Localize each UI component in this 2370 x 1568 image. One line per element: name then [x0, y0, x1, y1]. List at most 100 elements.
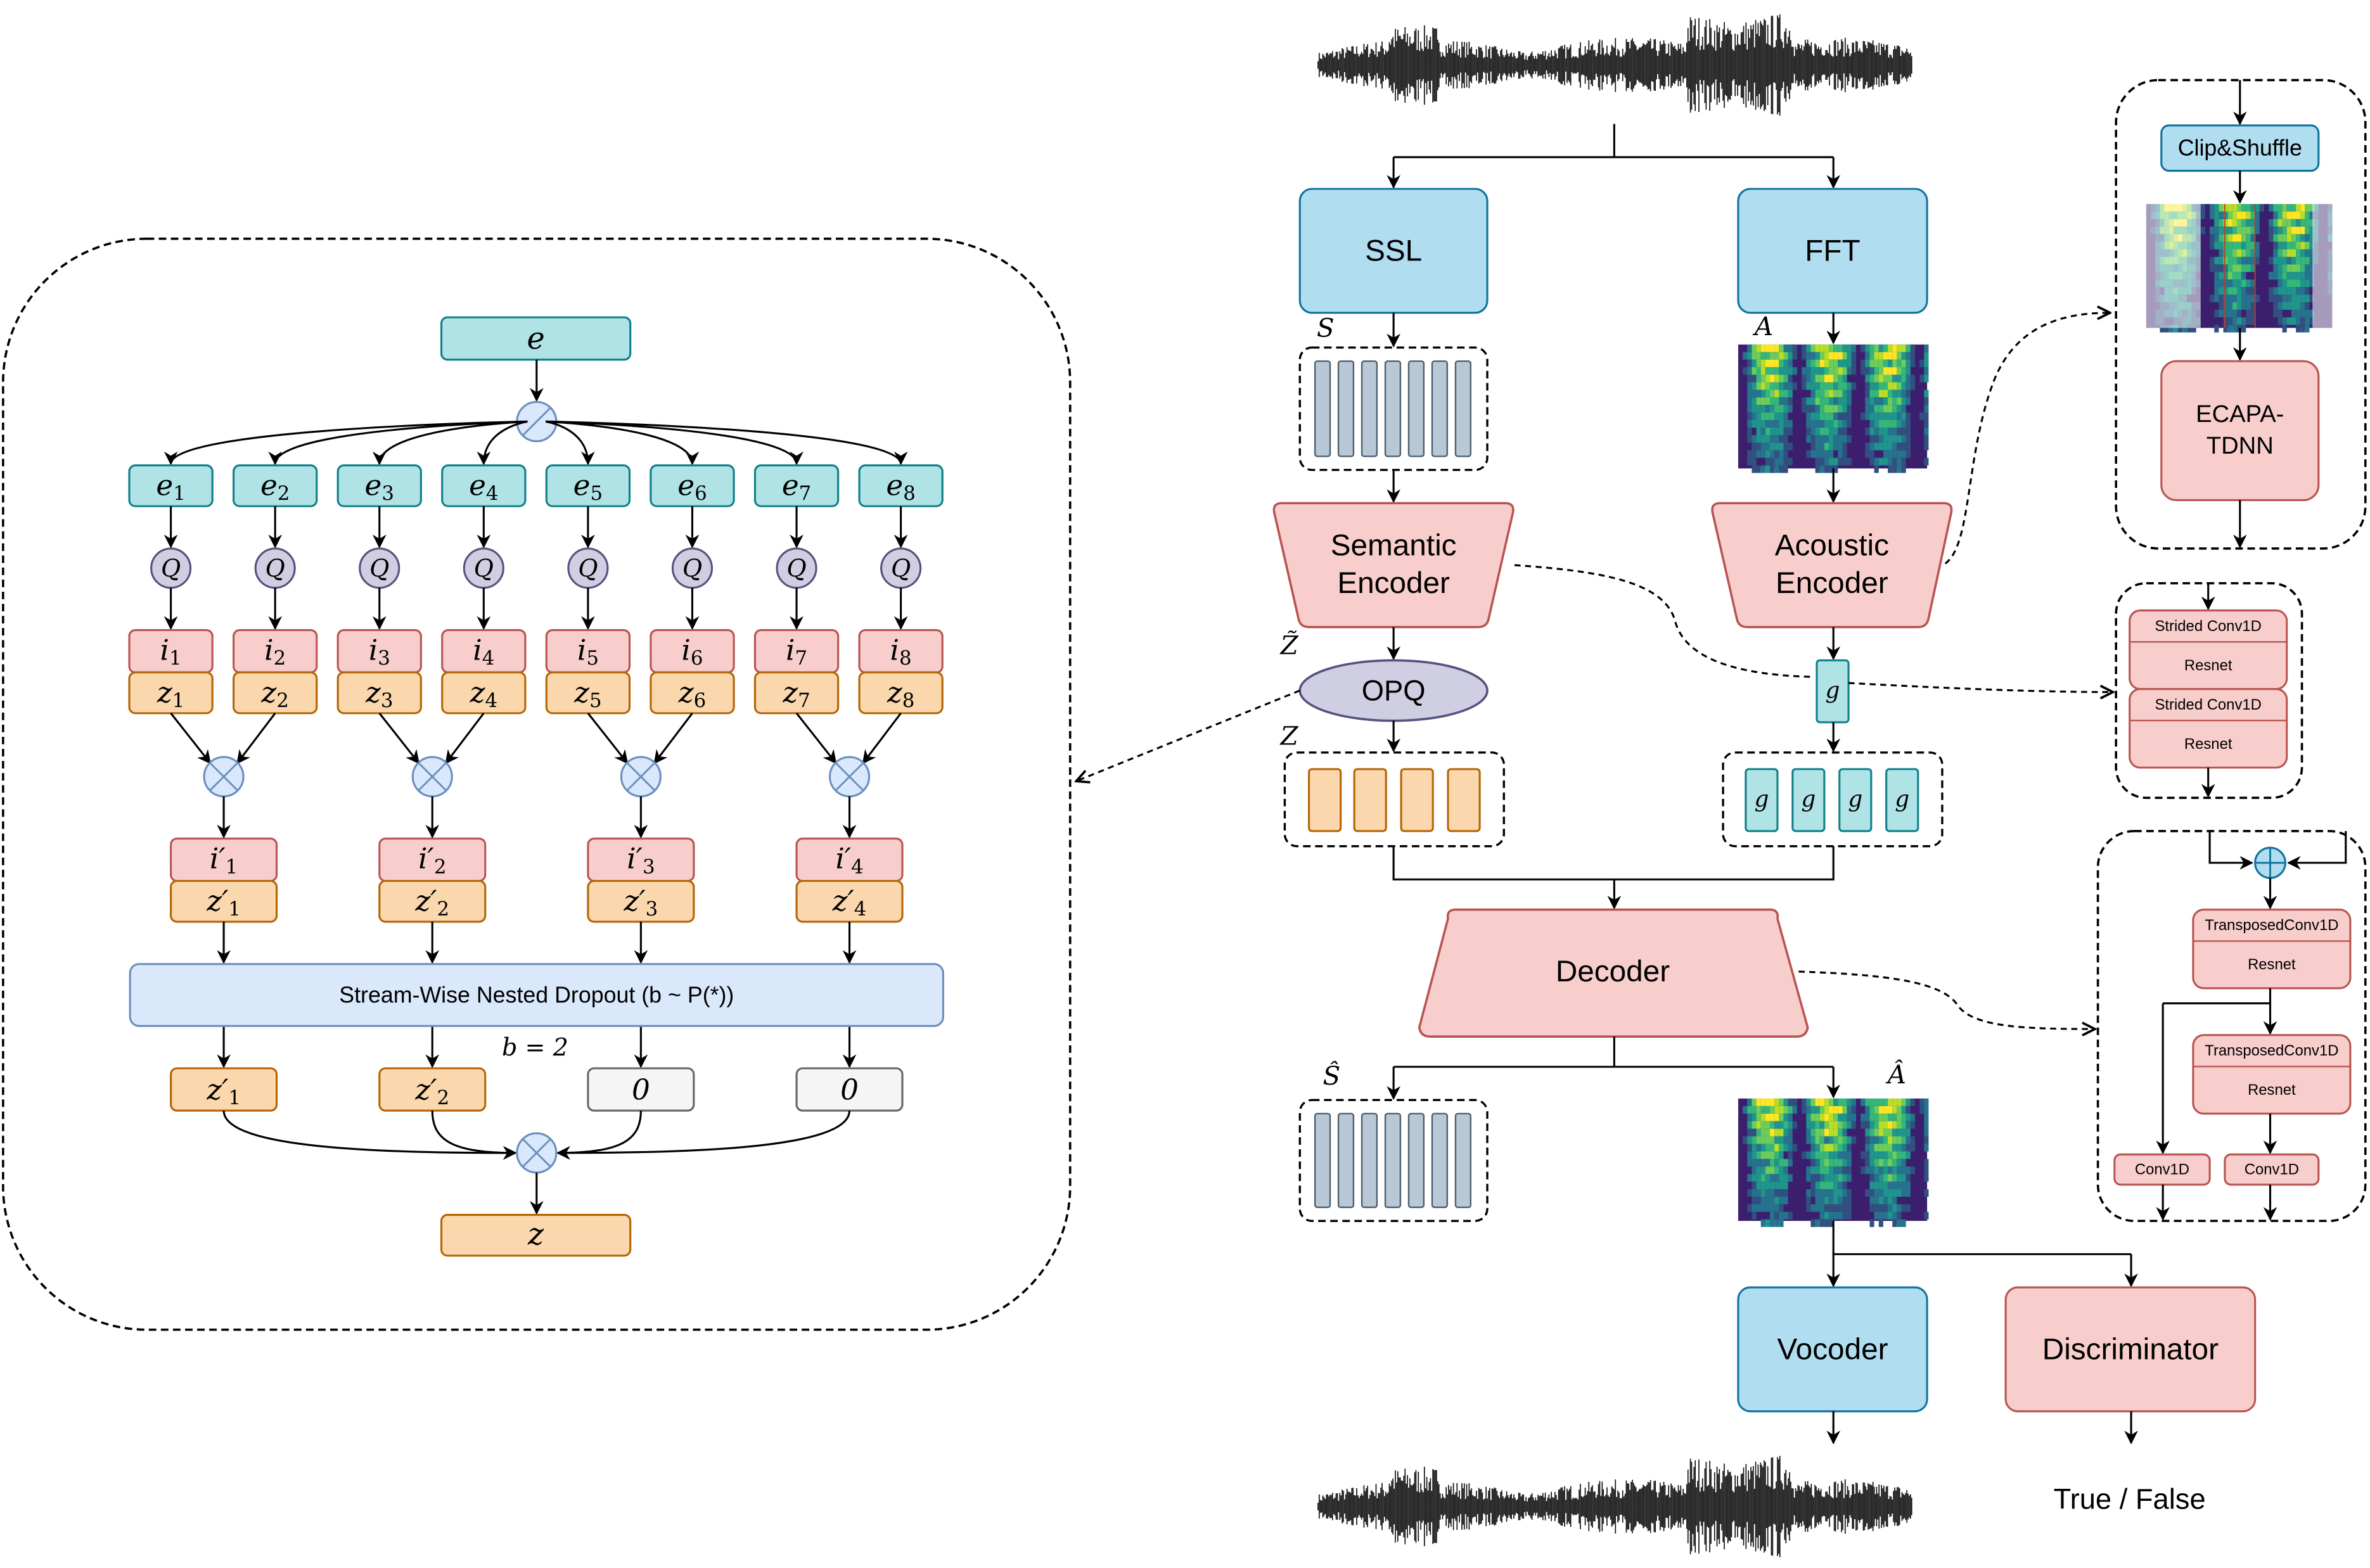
spectrogram-cell — [1810, 405, 1816, 413]
spectrogram-cell — [2255, 295, 2260, 303]
spectrogram-cell — [2232, 234, 2238, 242]
index-label-subscript: 5 — [586, 647, 599, 670]
spectrogram-cell — [1878, 1219, 1883, 1227]
spectrogram-cell — [1865, 442, 1870, 450]
spectrogram-cell — [2296, 219, 2301, 227]
spectrogram-cell — [1756, 1174, 1761, 1182]
spectrogram-cell — [1906, 1144, 1911, 1152]
spectrogram-cell — [1765, 450, 1771, 458]
merged-code-label: z′2 — [414, 884, 449, 921]
spectrogram-cell — [1874, 405, 1879, 413]
spectrogram-cell — [1788, 1121, 1793, 1129]
spectrogram-cell — [1874, 1189, 1879, 1197]
spectrogram-cell — [1919, 359, 1925, 367]
spectrogram-cell — [2232, 219, 2238, 227]
stream-embedding-label: e8 — [886, 468, 915, 505]
spectrogram-cell — [1819, 1211, 1824, 1220]
spectrogram-cell — [1906, 1189, 1911, 1197]
spectrogram-cell — [1765, 1159, 1771, 1167]
spectrogram-cell — [1824, 405, 1829, 413]
spectrogram-cell — [1765, 1106, 1771, 1114]
spectrogram-cell — [1829, 1151, 1834, 1159]
spectrogram-cell — [1874, 457, 1879, 466]
spectrogram-cell — [1842, 1113, 1847, 1121]
spectrogram-cell — [2277, 226, 2283, 234]
spectrogram-cell — [2232, 324, 2238, 333]
merged-index-label-subscript: 4 — [851, 855, 864, 878]
spectrogram-cell — [2177, 324, 2183, 333]
ecapa-tdnn-box — [2160, 360, 2320, 502]
spectrogram-cell — [1924, 1113, 1929, 1121]
spectrogram-cell — [2219, 219, 2224, 227]
spectrogram-cell — [2305, 279, 2310, 288]
spectrogram-cell — [2300, 211, 2305, 219]
spectrogram-cell — [1810, 1182, 1816, 1190]
spectrogram-cell — [1819, 1128, 1824, 1137]
spectrogram-cell — [2282, 257, 2287, 265]
spectrogram-cell — [2273, 264, 2278, 272]
merged-code-label: z′3 — [623, 884, 658, 921]
global-embedding-token — [1838, 768, 1873, 832]
spectrogram-cell — [2237, 287, 2242, 295]
spectrogram-cell — [1851, 344, 1856, 352]
spectrogram-cell — [2291, 295, 2296, 303]
spectrogram-cell — [1819, 1106, 1824, 1114]
spectrogram-cell — [1878, 435, 1883, 443]
spectrogram-cell — [1883, 1182, 1888, 1190]
index-label-base: i — [160, 633, 169, 666]
spectrogram-cell — [1874, 420, 1879, 428]
spectrogram-cell — [1901, 1144, 1906, 1152]
global-embedding-token — [1885, 768, 1919, 832]
merged-index-label-base: i′ — [418, 841, 434, 875]
spectrogram-cell — [1897, 1159, 1902, 1167]
vocoder-label: Vocoder — [1778, 1332, 1888, 1366]
transposed-conv-resnet-block-top-label: TransposedConv1D — [2205, 917, 2338, 934]
spectrogram-cell — [2241, 272, 2246, 280]
spectrogram-cell — [1901, 367, 1906, 375]
spectrogram-cell — [1883, 1128, 1888, 1137]
spectrogram-cell — [1770, 359, 1775, 367]
spectrogram-cell — [1747, 450, 1752, 458]
dropout-output-zero-label: 0 — [632, 1073, 650, 1106]
spectrogram-cell — [1819, 1144, 1824, 1152]
spectrogram-cell — [1833, 1204, 1838, 1212]
spectrogram-cell — [1829, 1159, 1834, 1167]
spectrogram-cell — [1779, 1196, 1784, 1204]
spectrogram-cell — [1747, 1174, 1752, 1182]
spectrogram-cell — [1924, 1144, 1929, 1152]
split-arrow — [546, 420, 908, 466]
spectrogram-cell — [1869, 1182, 1874, 1190]
spectrogram-cell — [1783, 435, 1788, 443]
spectrogram-cell — [2282, 302, 2287, 310]
spectrogram-cell — [2237, 219, 2242, 227]
spectrogram-cell — [1865, 367, 1870, 375]
spectrogram-cell — [2273, 211, 2278, 219]
spectrogram-cell — [1838, 1151, 1843, 1159]
spectrogram-cell — [1752, 1144, 1757, 1152]
index-label: i4 — [473, 633, 494, 670]
merged-code-label-subscript: 2 — [437, 898, 450, 921]
spectrogram-cell — [1897, 1098, 1902, 1106]
spectrogram-cell — [1765, 1113, 1771, 1121]
spectrogram-cell — [1774, 1189, 1779, 1197]
spectrogram-cell — [2300, 309, 2305, 317]
spectrogram-cell — [1874, 1159, 1879, 1167]
spectrogram-cell — [2246, 234, 2251, 242]
spectrogram-cell — [1888, 1189, 1893, 1197]
spectrogram-cell — [1783, 465, 1788, 473]
spectrogram-cell — [1806, 1196, 1811, 1204]
spectrogram-cell — [2227, 211, 2232, 219]
spectrogram-cell — [2300, 241, 2305, 250]
spectrogram-cell — [1760, 405, 1765, 413]
spectrogram-cell — [1760, 1196, 1765, 1204]
spectrogram-cell — [1833, 1151, 1838, 1159]
spectrogram-cell — [2277, 287, 2283, 295]
spectrogram-cell — [2273, 249, 2278, 257]
merged-index-label-base: i′ — [210, 841, 226, 875]
spectrogram-cell — [1810, 382, 1816, 390]
spectrogram-cell — [1892, 1159, 1897, 1167]
spectrogram-cell — [1842, 367, 1847, 375]
spectrogram-cell — [1874, 465, 1879, 473]
spectrogram-cell — [2309, 219, 2314, 227]
spectrogram-cell — [1874, 352, 1879, 360]
